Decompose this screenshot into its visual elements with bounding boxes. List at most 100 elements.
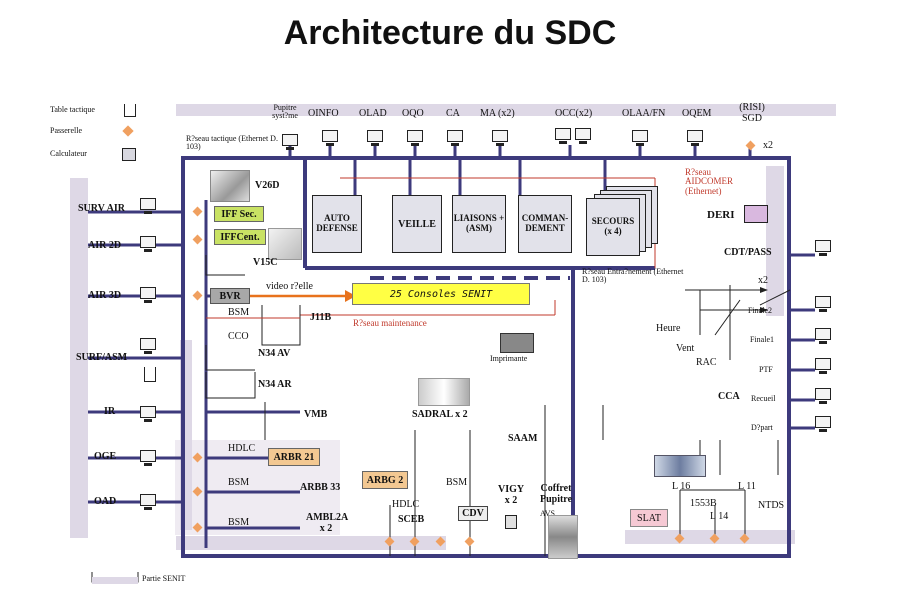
label-reseau-maintenance: R?seau maintenance: [353, 318, 427, 328]
consoles-senit[interactable]: 25 Consoles SENIT: [352, 283, 530, 305]
sensor-oad: OAD: [94, 496, 117, 507]
label-reseau-aidcomer: R?seau AIDCOMER (Ethernet): [685, 167, 734, 196]
console-icon: [815, 328, 831, 344]
console-icon: [322, 130, 338, 146]
console-icon: [140, 406, 156, 422]
legend-table-tactique: Table tactique: [50, 105, 95, 114]
label-sadral: SADRAL x 2: [412, 409, 468, 420]
console-icon: [815, 416, 831, 432]
sensor-surf-asm: SURF/ASM: [76, 352, 128, 363]
sensor-oge: OGE: [94, 451, 117, 462]
console-icon: [140, 198, 156, 214]
label-rac: RAC: [696, 357, 717, 368]
sensor-surv-air: SURV AIR: [78, 203, 125, 214]
label-ambl2a: AMBL2A x 2: [306, 512, 349, 534]
sadral-image: [418, 378, 470, 406]
console-icon: [555, 128, 571, 144]
label-oqem: OQEM: [682, 108, 712, 119]
label-reseau-entrainement: R?seau Entra?nement (Ethernet D. 103): [582, 267, 684, 285]
v26d-image: [210, 170, 250, 202]
label-video: video r?elle: [266, 281, 313, 292]
console-icon: [367, 130, 383, 146]
calc-veille[interactable]: VEILLE: [392, 195, 442, 253]
label-deri: DERI: [707, 209, 735, 221]
console-icon: [815, 296, 831, 312]
table-tactique-icon: [144, 367, 156, 382]
console-icon: [140, 338, 156, 354]
console-icon: [140, 287, 156, 303]
console-icon: [140, 494, 156, 510]
label-ptf: PTF: [759, 365, 773, 374]
label-oinfo: OINFO: [308, 108, 339, 119]
label-x2-top: x2: [763, 140, 773, 151]
label-hdlc-1: HDLC: [228, 443, 256, 454]
label-depart: D?part: [751, 423, 773, 432]
slat-box[interactable]: SLAT: [630, 509, 668, 527]
calculateur-icon: [122, 148, 136, 161]
page-title: Architecture du SDC: [283, 14, 617, 52]
legend-partie-senit: Partie SENIT: [142, 574, 186, 583]
label-l14: L 14: [710, 511, 729, 522]
iff-cent[interactable]: IFFCent.: [214, 229, 266, 245]
vigy-box[interactable]: [505, 515, 517, 529]
bvr-box[interactable]: BVR: [210, 288, 250, 304]
label-vmb: VMB: [304, 409, 328, 420]
label-hdlc-2: HDLC: [392, 499, 420, 510]
label-n34av: N34 AV: [258, 348, 291, 359]
console-icon: [632, 130, 648, 146]
console-icon: [282, 134, 298, 150]
label-v26d: V26D: [255, 180, 280, 191]
label-avs: AVS: [540, 509, 555, 518]
console-icon: [140, 236, 156, 252]
arbg2-box[interactable]: ARBG 2: [362, 471, 408, 489]
imprimante-icon: [500, 333, 534, 353]
label-sceb: SCEB: [398, 514, 425, 525]
sensor-air-2d: AIR 2D: [88, 240, 122, 251]
label-ca: CA: [446, 108, 460, 119]
label-saam: SAAM: [508, 433, 538, 444]
table-tactique-icon: [124, 104, 136, 117]
console-icon: [815, 240, 831, 256]
legend-passerelle: Passerelle: [50, 126, 82, 135]
label-x2-right: x2: [758, 275, 768, 286]
calc-commandement[interactable]: COMMAN- DEMENT: [518, 195, 572, 253]
label-recueil: Recueil: [751, 394, 776, 403]
calc-liaisons[interactable]: LIAISONS + (ASM): [452, 195, 506, 253]
coffret-image: [548, 515, 578, 559]
label-olad: OLAD: [359, 108, 387, 119]
label-1553b: 1553B: [690, 498, 717, 509]
deri-box[interactable]: [744, 205, 768, 223]
calc-auto-defense[interactable]: AUTO DEFENSE: [312, 195, 362, 253]
label-pupitre: Pupitre syst?me: [272, 103, 298, 121]
calc-secours[interactable]: SECOURS (x 4): [586, 198, 640, 256]
label-vigy: VIGY x 2: [498, 484, 525, 506]
sensor-ir: IR: [104, 406, 116, 417]
console-icon: [575, 128, 591, 144]
label-v15c: V15C: [253, 257, 278, 268]
legend-calculateur: Calculateur: [50, 149, 87, 158]
console-icon: [447, 130, 463, 146]
console-icon: [687, 130, 703, 146]
label-arbb33: ARBB 33: [300, 482, 341, 493]
label-j11b: J11B: [310, 312, 332, 323]
label-bsm-1: BSM: [228, 307, 250, 318]
label-heure: Heure: [656, 323, 681, 334]
label-l16: L 16: [672, 481, 691, 492]
label-n34ar: N34 AR: [258, 379, 292, 390]
arbr21-box[interactable]: ARBR 21: [268, 448, 320, 466]
console-icon: [815, 358, 831, 374]
label-cca: CCA: [718, 391, 740, 402]
label-bsm-2: BSM: [228, 477, 250, 488]
label-finale1: Finale1: [750, 335, 774, 344]
label-imprimante: Imprimante: [490, 354, 528, 363]
label-ma: MA (x2): [480, 108, 515, 119]
v15c-image: [268, 228, 302, 260]
label-bsm-4: BSM: [446, 477, 468, 488]
iff-sec[interactable]: IFF Sec.: [214, 206, 264, 222]
cdv-box[interactable]: CDV: [458, 506, 488, 521]
label-reseau-tactique: R?seau tactique (Ethernet D. 103): [186, 134, 278, 152]
aircraft-image: [654, 455, 706, 477]
label-l11: L 11: [738, 481, 756, 492]
label-ntds: NTDS: [758, 500, 785, 511]
label-oqo: OQO: [402, 108, 424, 119]
